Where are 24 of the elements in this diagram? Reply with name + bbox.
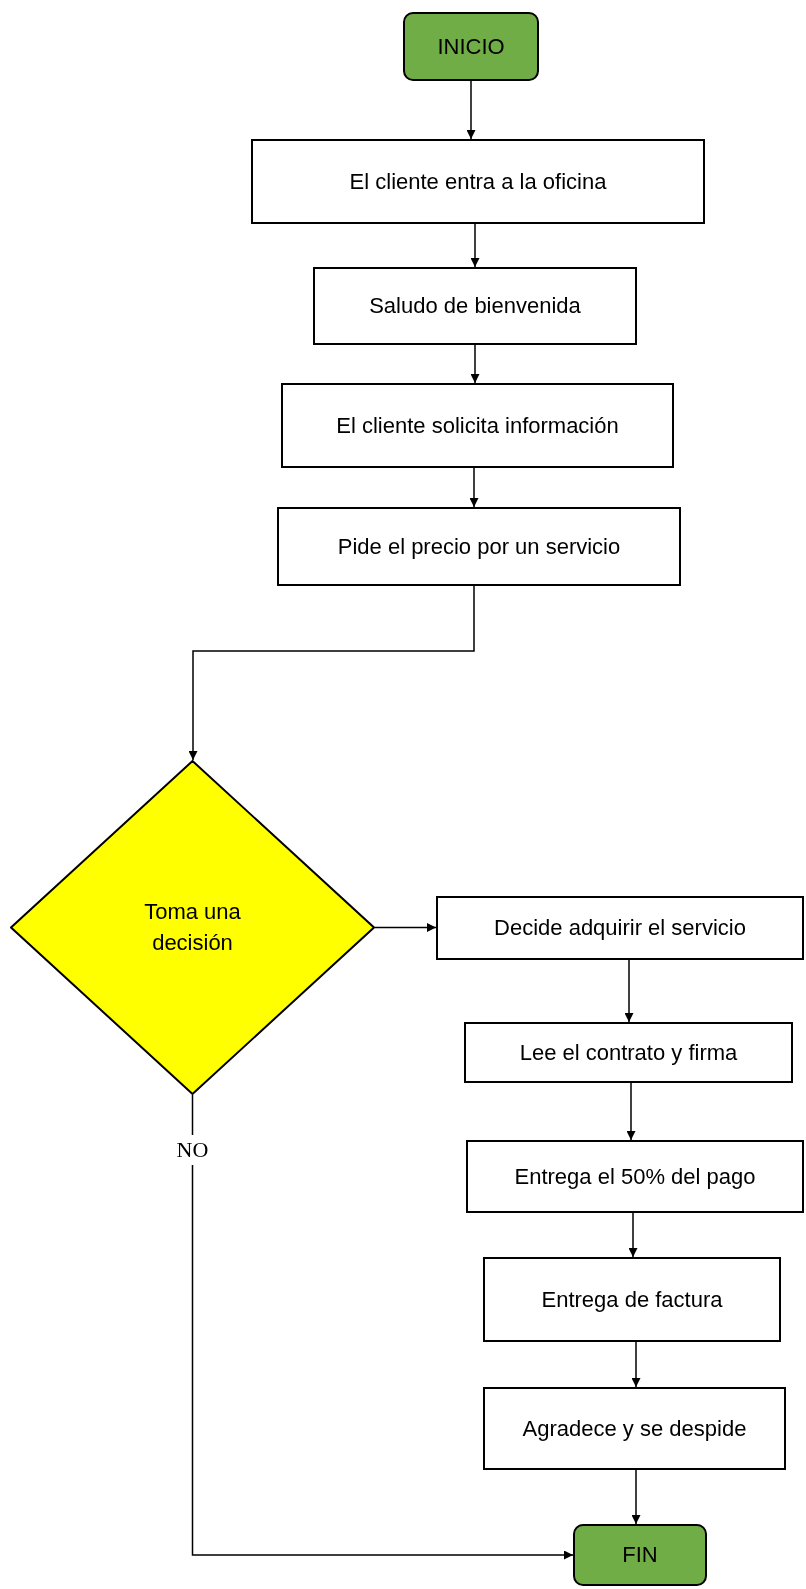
arrow — [469, 467, 479, 508]
arrow — [470, 344, 480, 384]
arrow — [188, 585, 475, 761]
arrow — [631, 1341, 641, 1388]
arrow — [466, 80, 476, 140]
process-box: Agradece y se despide — [483, 1387, 786, 1470]
decision-diamond: Toma una decisión — [10, 760, 375, 1095]
arrow — [626, 1082, 636, 1141]
process-box: Lee el contrato y firma — [464, 1022, 793, 1083]
process-box: Entrega el 50% del pago — [466, 1140, 804, 1213]
arrow — [624, 959, 634, 1023]
arrow — [631, 1469, 641, 1525]
terminal-box: INICIO — [403, 12, 539, 81]
process-box: Saludo de bienvenida — [313, 267, 637, 345]
arrow — [628, 1212, 638, 1258]
process-box: Entrega de factura — [483, 1257, 781, 1342]
terminal-box: FIN — [573, 1524, 707, 1586]
process-box: Pide el precio por un servicio — [277, 507, 681, 586]
process-box: El cliente entra a la oficina — [251, 139, 705, 224]
arrow — [374, 923, 437, 932]
arrow — [470, 223, 480, 268]
process-box: El cliente solicita información — [281, 383, 674, 468]
arrow — [191, 1094, 574, 1560]
process-box: Decide adquirir el servicio — [436, 896, 804, 960]
